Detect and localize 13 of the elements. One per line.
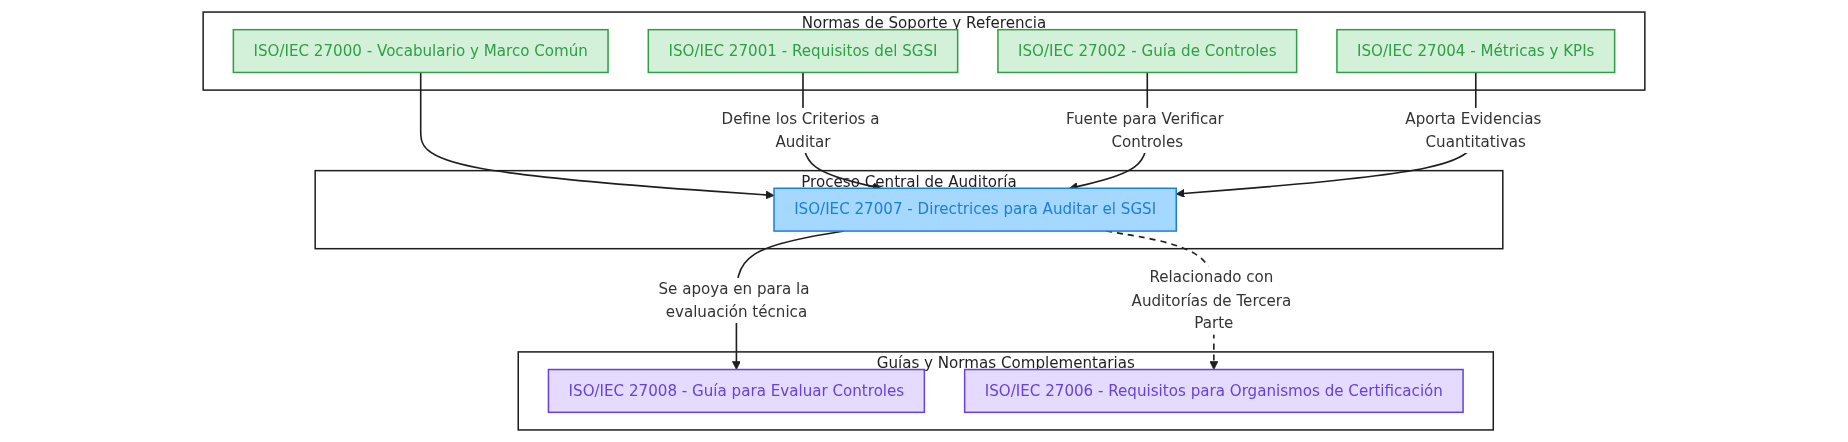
node-box: ISO/IEC 27006 - Requisitos para Organismos de Certificación bbox=[963, 368, 1464, 414]
edge-label: Relacionado con Auditorías de Tercera Parte bbox=[1131, 268, 1292, 332]
node-box: ISO/IEC 27000 - Vocabulario y Marco Común bbox=[232, 28, 609, 74]
node-box: ISO/IEC 27008 - Guía para Evaluar Controles bbox=[547, 368, 926, 414]
edge-label: Define los Criterios a Auditar bbox=[721, 109, 880, 151]
edge-label: Se apoya en para la evaluación técnica bbox=[658, 279, 810, 321]
node-box: ISO/IEC 27007 - Directrices para Auditar el SGSI bbox=[773, 187, 1178, 232]
edge-label: Aporta Evidencias Cuantitativas bbox=[1405, 109, 1542, 151]
edge-label: Fuente para Verificar Controles bbox=[1066, 109, 1224, 151]
node-box: ISO/IEC 27001 - Requisitos del SGSI bbox=[647, 28, 959, 74]
node-box: ISO/IEC 27004 - Métricas y KPIs bbox=[1336, 28, 1616, 74]
node-box: ISO/IEC 27002 - Guía de Controles bbox=[997, 28, 1298, 74]
arrow bbox=[419, 71, 775, 200]
